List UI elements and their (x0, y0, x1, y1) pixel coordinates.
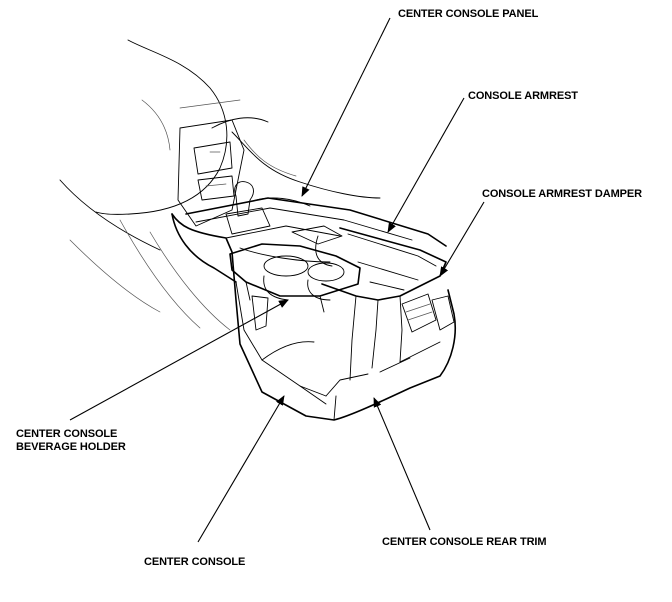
shift-lever (225, 181, 271, 235)
label-beverage-holder-line2: BEVERAGE HOLDER (16, 441, 126, 453)
rear-trim (379, 293, 455, 373)
label-center-console-panel: CENTER CONSOLE PANEL (398, 8, 539, 20)
label-beverage-holder-line1: CENTER CONSOLE (16, 428, 118, 440)
label-console-armrest: CONSOLE ARMREST (468, 90, 578, 102)
label-center-console-beverage-holder: CENTER CONSOLE BEVERAGE HOLDER (16, 428, 126, 454)
dashboard-background (59, 39, 381, 331)
beverage-holder (229, 225, 361, 313)
leader-lines (69, 17, 485, 543)
label-center-console-rear-trim: CENTER CONSOLE REAR TRIM (382, 536, 547, 548)
center-console-body (171, 213, 457, 421)
center-console-panel (185, 197, 447, 247)
label-center-console: CENTER CONSOLE (144, 556, 246, 568)
console-armrest (321, 227, 447, 381)
label-console-armrest-damper: CONSOLE ARMREST DAMPER (482, 188, 642, 200)
